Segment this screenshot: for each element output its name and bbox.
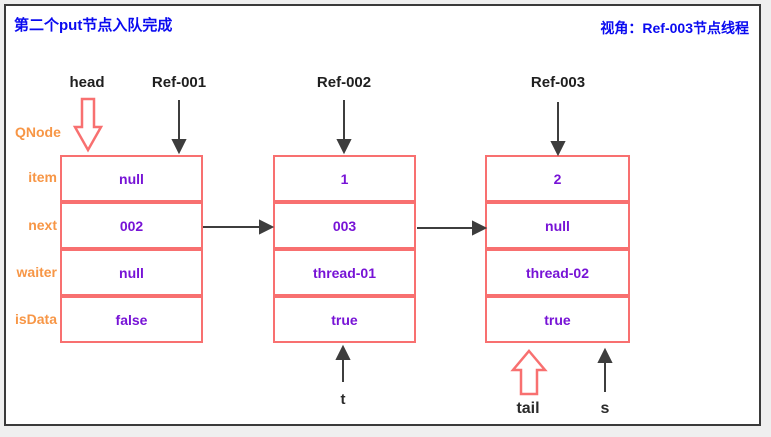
qnode-class-label: QNode	[15, 124, 61, 140]
qnode-ref-003: 2 null thread-02 true	[485, 155, 630, 343]
tail-pointer-label: tail	[516, 400, 540, 417]
node2-isdata-cell: true	[273, 296, 416, 343]
page-title: 第二个put节点入队完成	[14, 17, 173, 34]
qnode-ref-002: 1 003 thread-01 true	[273, 155, 416, 343]
ref-002-label: Ref-002	[316, 74, 372, 91]
s-pointer-label: s	[600, 400, 610, 417]
qnode-ref-001: null 002 null false	[60, 155, 203, 343]
viewpoint-label: 视角：Ref-003节点线程	[600, 20, 749, 36]
t-pointer-label: t	[340, 391, 346, 408]
node1-next-cell: 002	[60, 202, 203, 249]
field-label-isdata: isData	[14, 311, 57, 327]
node3-isdata-cell: true	[485, 296, 630, 343]
ref-001-label: Ref-001	[151, 74, 207, 91]
ref-003-label: Ref-003	[530, 74, 586, 91]
node3-waiter-cell: thread-02	[485, 249, 630, 296]
node3-item-cell: 2	[485, 155, 630, 202]
node2-waiter-cell: thread-01	[273, 249, 416, 296]
node2-next-cell: 003	[273, 202, 416, 249]
head-pointer-label: head	[69, 74, 105, 91]
field-label-item: item	[28, 169, 57, 185]
node1-isdata-cell: false	[60, 296, 203, 343]
node2-item-cell: 1	[273, 155, 416, 202]
node3-next-cell: null	[485, 202, 630, 249]
field-label-waiter: waiter	[16, 264, 57, 280]
node1-item-cell: null	[60, 155, 203, 202]
field-label-next: next	[28, 217, 57, 233]
node1-waiter-cell: null	[60, 249, 203, 296]
